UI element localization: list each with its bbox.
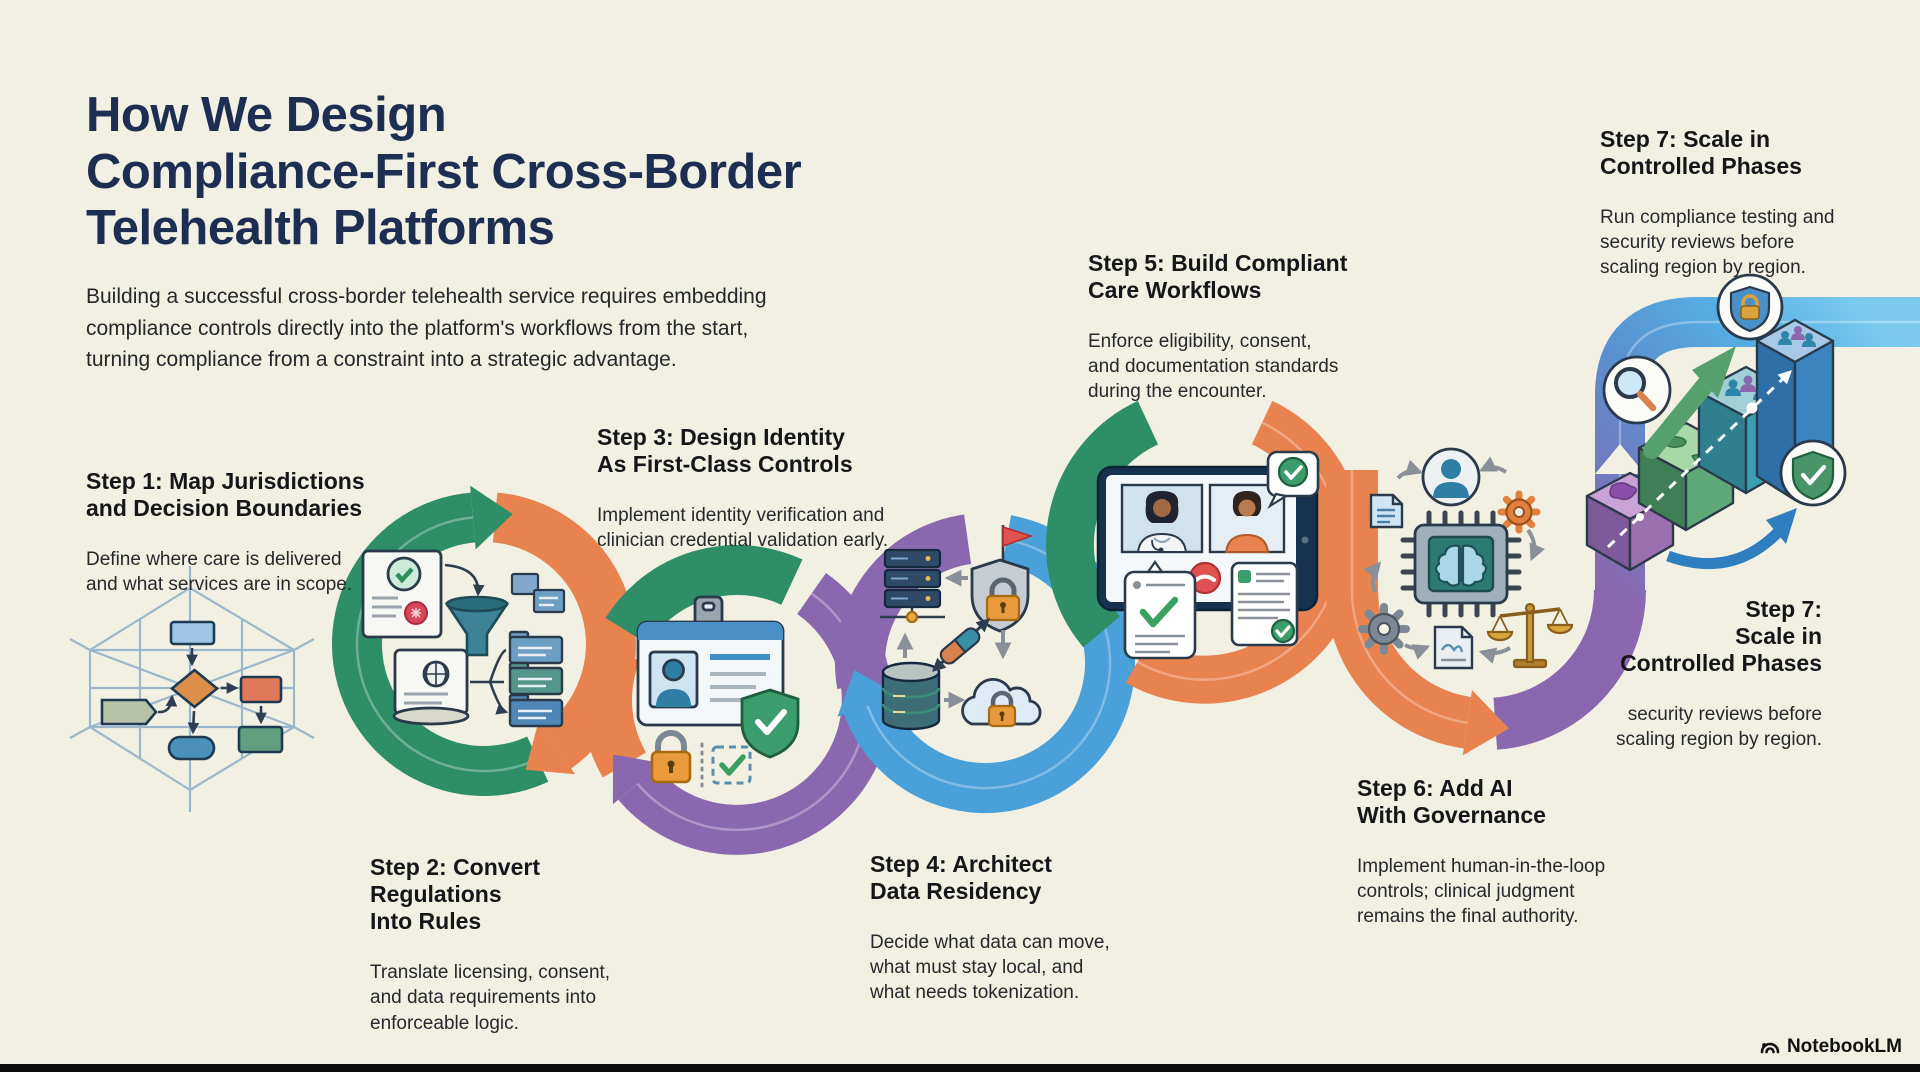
phase-dashed-path bbox=[1606, 370, 1792, 549]
step-1-text: Step 1: Map Jurisdictions and Decision B… bbox=[86, 450, 386, 615]
stamped-document-icon bbox=[1433, 625, 1474, 670]
tablet-video-call bbox=[1096, 450, 1320, 660]
ring-chevron bbox=[612, 754, 662, 805]
doctor-video-tile bbox=[1120, 483, 1204, 554]
end-call-icon bbox=[1188, 561, 1222, 595]
flowchart-result-node bbox=[237, 725, 284, 754]
funnel-icon bbox=[444, 595, 510, 657]
footer-brand-label: NotebookLM bbox=[1786, 1036, 1902, 1057]
step4-loop-icons bbox=[880, 525, 1042, 731]
flowchart-tag-node bbox=[100, 698, 158, 726]
step-4-body: Decide what data can move, what must sta… bbox=[870, 932, 1110, 1004]
ring-chevron bbox=[1462, 690, 1509, 756]
step-3-text: Step 3: Design Identity As First-Class C… bbox=[597, 406, 907, 571]
ring-chevron bbox=[470, 485, 513, 550]
step-1-body: Define where care is delivered and what … bbox=[86, 549, 353, 596]
shield-check-badge-icon bbox=[1779, 439, 1847, 507]
flowchart-start-node bbox=[169, 620, 216, 646]
server-rack-icon bbox=[880, 548, 945, 624]
file-icons bbox=[510, 572, 566, 614]
notebooklm-logo-icon bbox=[1760, 1042, 1780, 1054]
magnifier-badge-icon bbox=[1602, 355, 1672, 425]
token-transfer-icon bbox=[932, 618, 990, 672]
step-4-title: Step 4: Architect Data Residency bbox=[870, 851, 1052, 905]
shield-lock-flag-icon bbox=[970, 525, 1034, 633]
team-icons bbox=[1778, 326, 1816, 347]
cloud-lock-icon bbox=[961, 677, 1042, 728]
red-flag-icon bbox=[1002, 525, 1034, 548]
folder-icons bbox=[508, 630, 564, 728]
step-6-body: Implement human-in-the-loop controls; cl… bbox=[1357, 856, 1606, 928]
patient-video-tile bbox=[1208, 483, 1286, 554]
check-bubble-icon bbox=[1266, 450, 1320, 510]
checklist-card-left bbox=[1123, 560, 1197, 660]
bottom-bar bbox=[0, 1064, 1920, 1072]
footer-brand: NotebookLM bbox=[1759, 1036, 1902, 1058]
regulation-scroll-icon bbox=[361, 549, 443, 639]
step-2-body: Translate licensing, consent, and data r… bbox=[370, 962, 611, 1034]
step-1-title: Step 1: Map Jurisdictions and Decision B… bbox=[86, 468, 365, 522]
gear-orange-icon bbox=[1497, 490, 1541, 534]
step-7-body: Run compliance testing and security revi… bbox=[1600, 207, 1835, 279]
padlock-icon bbox=[650, 730, 692, 784]
loop4-flow-arrows bbox=[896, 569, 1012, 709]
step-7-side-body: security reviews before scaling region b… bbox=[1616, 704, 1822, 751]
intro-paragraph: Building a successful cross-border teleh… bbox=[86, 285, 767, 371]
step-7-title: Step 7: Scale in Controlled Phases bbox=[1600, 126, 1802, 180]
review-curve-arrow bbox=[1666, 508, 1797, 570]
globe-scroll-icon bbox=[392, 648, 470, 726]
growth-arrow-icon bbox=[1643, 346, 1736, 459]
ai-brain-chip-icon bbox=[1400, 510, 1522, 618]
step-7-side-title: Step 7: Scale in Controlled Phases bbox=[1620, 596, 1822, 677]
loop2-connector-arrows bbox=[444, 563, 506, 712]
step-5-text: Step 5: Build Compliant Care Workflows E… bbox=[1088, 232, 1388, 422]
database-icon bbox=[881, 661, 941, 731]
step6-loop-icons bbox=[1358, 447, 1574, 670]
step2-loop-icons bbox=[361, 549, 566, 728]
page-title: How We Design Compliance-First Cross-Bor… bbox=[86, 87, 802, 256]
step-4-text: Step 4: Architect Data Residency Decide … bbox=[870, 833, 1160, 1023]
flowchart-decision-diamond bbox=[169, 668, 220, 709]
step-7-side-text: Step 7: Scale in Controlled Phases secur… bbox=[1570, 578, 1822, 771]
step-6-title: Step 6: Add AI With Governance bbox=[1357, 775, 1546, 829]
step-5-body: Enforce eligibility, consent, and docume… bbox=[1088, 331, 1339, 403]
step3-loop-icons bbox=[636, 595, 800, 788]
map-shape bbox=[1609, 482, 1638, 501]
flowchart-task-node bbox=[239, 675, 283, 704]
band-chevron-notch bbox=[1595, 444, 1645, 474]
shield-lock-badge-icon bbox=[1716, 273, 1784, 341]
flowchart-diagram bbox=[100, 620, 284, 761]
document-icon bbox=[1369, 493, 1404, 529]
step-7-text: Step 7: Scale in Controlled Phases Run c… bbox=[1600, 108, 1890, 298]
scan-check-icon bbox=[711, 745, 752, 785]
scales-of-justice-icon bbox=[1486, 602, 1574, 669]
step-2-text: Step 2: Convert Regulations Into Rules T… bbox=[370, 836, 630, 1054]
person-avatar-icon bbox=[1421, 447, 1481, 507]
step-3-body: Implement identity verification and clin… bbox=[597, 505, 889, 552]
step-2-title: Step 2: Convert Regulations Into Rules bbox=[370, 854, 540, 935]
ring-chevron bbox=[525, 721, 576, 775]
flowchart-end-node bbox=[167, 735, 216, 761]
gear-gray-icon bbox=[1358, 603, 1410, 655]
step-6-text: Step 6: Add AI With Governance Implement… bbox=[1357, 757, 1657, 947]
loop6-governance-arrows bbox=[1363, 456, 1546, 664]
shield-check-icon bbox=[740, 688, 800, 759]
checklist-card-right bbox=[1230, 561, 1299, 647]
step-5-title: Step 5: Build Compliant Care Workflows bbox=[1088, 250, 1348, 304]
growth-cubes bbox=[1585, 273, 1847, 572]
step-3-title: Step 3: Design Identity As First-Class C… bbox=[597, 424, 853, 478]
ring-chevron bbox=[837, 670, 898, 717]
